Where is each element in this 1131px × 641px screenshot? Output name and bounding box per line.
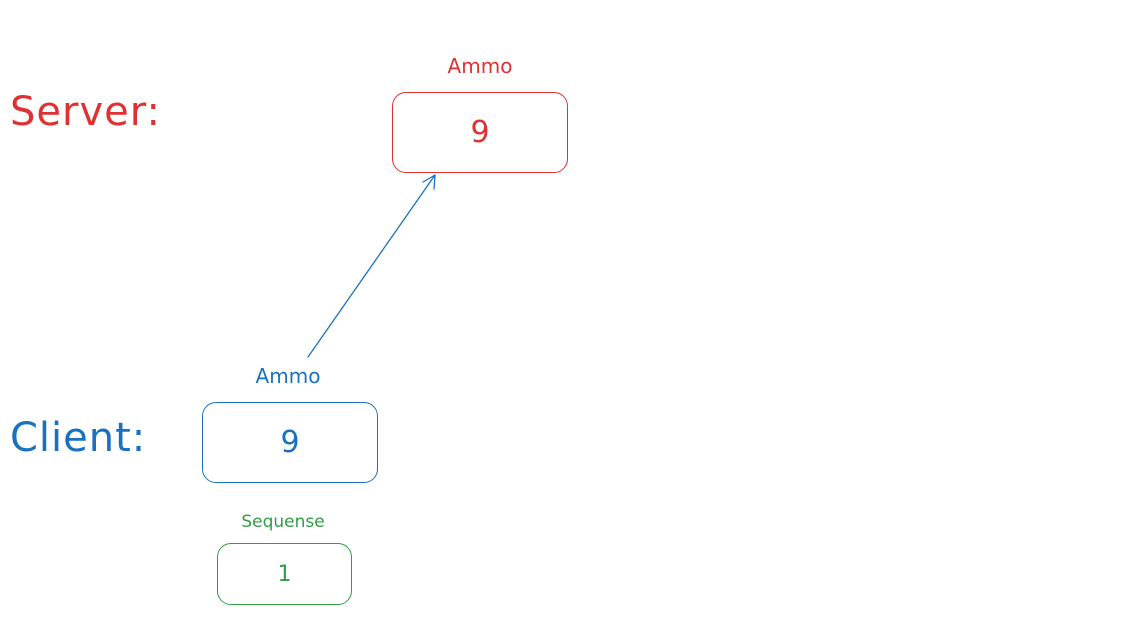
server-title: Server:: [10, 89, 161, 135]
client-ammo-value: 9: [280, 425, 300, 460]
client-ammo-label: Ammo: [255, 364, 321, 388]
server-ammo-box: 9: [392, 92, 568, 173]
server-ammo-value: 9: [470, 115, 490, 150]
sequence-value: 1: [277, 561, 292, 587]
server-ammo-label: Ammo: [447, 54, 513, 78]
sync-arrow-line: [307, 174, 436, 358]
sequence-box: 1: [217, 543, 352, 605]
sequence-label: Sequense: [241, 512, 325, 532]
client-ammo-box: 9: [202, 402, 378, 483]
client-title: Client:: [10, 415, 147, 461]
sync-arrow-head: [422, 174, 436, 190]
